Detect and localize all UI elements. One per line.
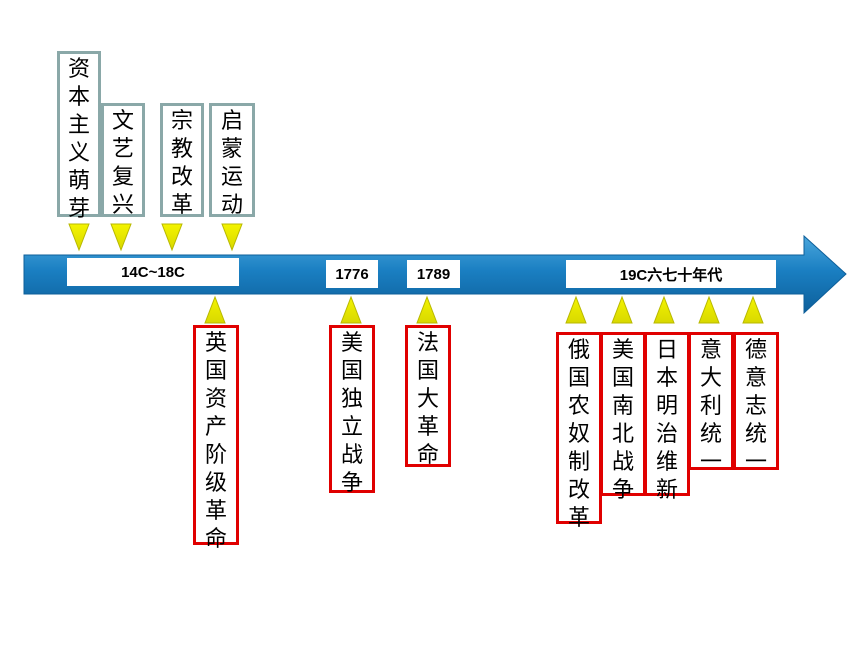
pointer-russian-serfdom-triangle [565, 295, 587, 324]
event-french-revolution: 法国大革命 [405, 325, 451, 468]
event-label: 法国大革命 [417, 331, 440, 468]
event-label: 文艺复兴 [112, 109, 135, 218]
event-label: 德意志统一 [745, 338, 768, 475]
event-label: 美国南北战争 [612, 338, 635, 503]
event-capitalism-sprout: 资本主义萌芽 [57, 51, 101, 222]
pointer-french-revolution-triangle [416, 295, 438, 324]
event-label: 资本主义萌芽 [68, 57, 91, 222]
label-1789: 1789 [407, 260, 460, 288]
event-enlightenment: 启蒙运动 [209, 103, 255, 218]
event-us-independence: 美国独立战争 [329, 325, 375, 496]
pointer-us-independence-triangle [340, 295, 362, 324]
event-us-civil-war: 美国南北战争 [600, 332, 646, 503]
pointer-meiji-triangle [653, 295, 675, 324]
label-19c: 19C六七十年代 [566, 260, 776, 288]
pointer-renaissance-triangle [110, 223, 132, 252]
label-1776: 1776 [326, 260, 378, 288]
event-english-revolution: 英国资产阶级革命 [193, 325, 239, 552]
event-reformation: 宗教改革 [160, 103, 204, 218]
pointer-capitalism-triangle [68, 223, 90, 252]
event-renaissance: 文艺复兴 [101, 103, 145, 218]
pointer-enlightenment-triangle [221, 223, 243, 252]
event-label: 启蒙运动 [221, 109, 244, 218]
event-label: 宗教改革 [171, 109, 194, 218]
pointer-us-civil-war-triangle [611, 295, 633, 324]
pointer-reformation-triangle [161, 223, 183, 252]
event-label: 日本明治维新 [656, 338, 679, 503]
label-period: 14C~18C [67, 258, 239, 286]
event-german-unification: 德意志统一 [733, 332, 779, 475]
event-label: 意大利统一 [700, 338, 723, 475]
event-label: 俄国农奴制改革 [568, 338, 591, 531]
event-italian-unification: 意大利统一 [688, 332, 734, 475]
event-label: 英国资产阶级革命 [205, 331, 228, 552]
pointer-italy-triangle [698, 295, 720, 324]
event-label: 美国独立战争 [341, 331, 364, 496]
pointer-english-revolution-triangle [204, 295, 226, 324]
event-meiji-restoration: 日本明治维新 [644, 332, 690, 503]
event-russian-serfdom-reform: 俄国农奴制改革 [556, 332, 602, 531]
pointer-germany-triangle [742, 295, 764, 324]
